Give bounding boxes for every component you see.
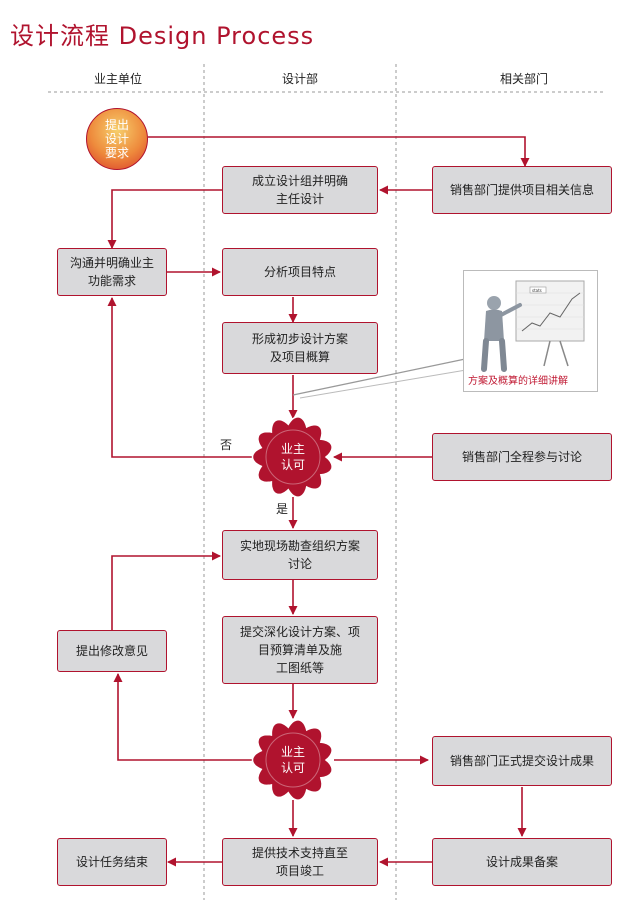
arrow-revise-to-survey: [111, 551, 221, 630]
column-header-related: 相关部门: [499, 72, 549, 86]
decision-2-text: 业主 认可: [280, 745, 305, 775]
box-finish: 设计任务结束: [57, 838, 167, 886]
presentation-photo: stats: [463, 270, 598, 392]
presenter-illustration: stats: [481, 280, 585, 372]
photo-pointer-line: [292, 354, 474, 396]
label-no: 否: [220, 438, 233, 452]
box-communicate: 沟通并明确业主 功能需求: [57, 248, 167, 296]
decision-1-shape: [251, 416, 333, 498]
start-circle: 提出 设计 要求: [86, 108, 148, 170]
box-sales-discuss: 销售部门全程参与讨论: [432, 433, 612, 481]
decision-1-shape-ring: [265, 429, 321, 485]
box-sales-info: 销售部门提供项目相关信息: [432, 166, 612, 214]
column-header-owner: 业主单位: [93, 72, 143, 86]
box-archive: 设计成果备案: [432, 838, 612, 886]
arrow-decision2-to-revise: [113, 673, 256, 761]
photo-pointer-line-2: [299, 367, 479, 399]
box-form-group: 成立设计组并明确 主任设计: [222, 166, 378, 214]
arrow-decision1-no: [107, 297, 256, 458]
box-tech-support: 提供技术支持直至 项目竣工: [222, 838, 378, 886]
box-revise: 提出修改意见: [57, 630, 167, 672]
box-sales-submit: 销售部门正式提交设计成果: [432, 736, 612, 786]
box-site-survey: 实地现场勘查组织方案 讨论: [222, 530, 378, 580]
arrow-form-group-to-communicate: [107, 189, 222, 249]
decision-1-text: 业主 认可: [280, 442, 305, 472]
label-yes: 是: [276, 502, 289, 516]
photo-chart-label: stats: [532, 288, 542, 293]
box-analyze: 分析项目特点: [222, 248, 378, 296]
arrow-start-to-sales-info: [148, 136, 530, 167]
photo-caption: 方案及概算的详细讲解: [468, 376, 568, 387]
box-initial-plan: 形成初步设计方案 及项目概算: [222, 322, 378, 374]
decision-2-shape: [251, 719, 333, 801]
decision-2-shape-ring: [265, 732, 321, 788]
page-title: 设计流程 Design Process: [10, 22, 315, 50]
column-header-design: 设计部: [281, 72, 319, 86]
box-submit-deep: 提交深化设计方案、项 目预算清单及施 工图纸等: [222, 616, 378, 684]
